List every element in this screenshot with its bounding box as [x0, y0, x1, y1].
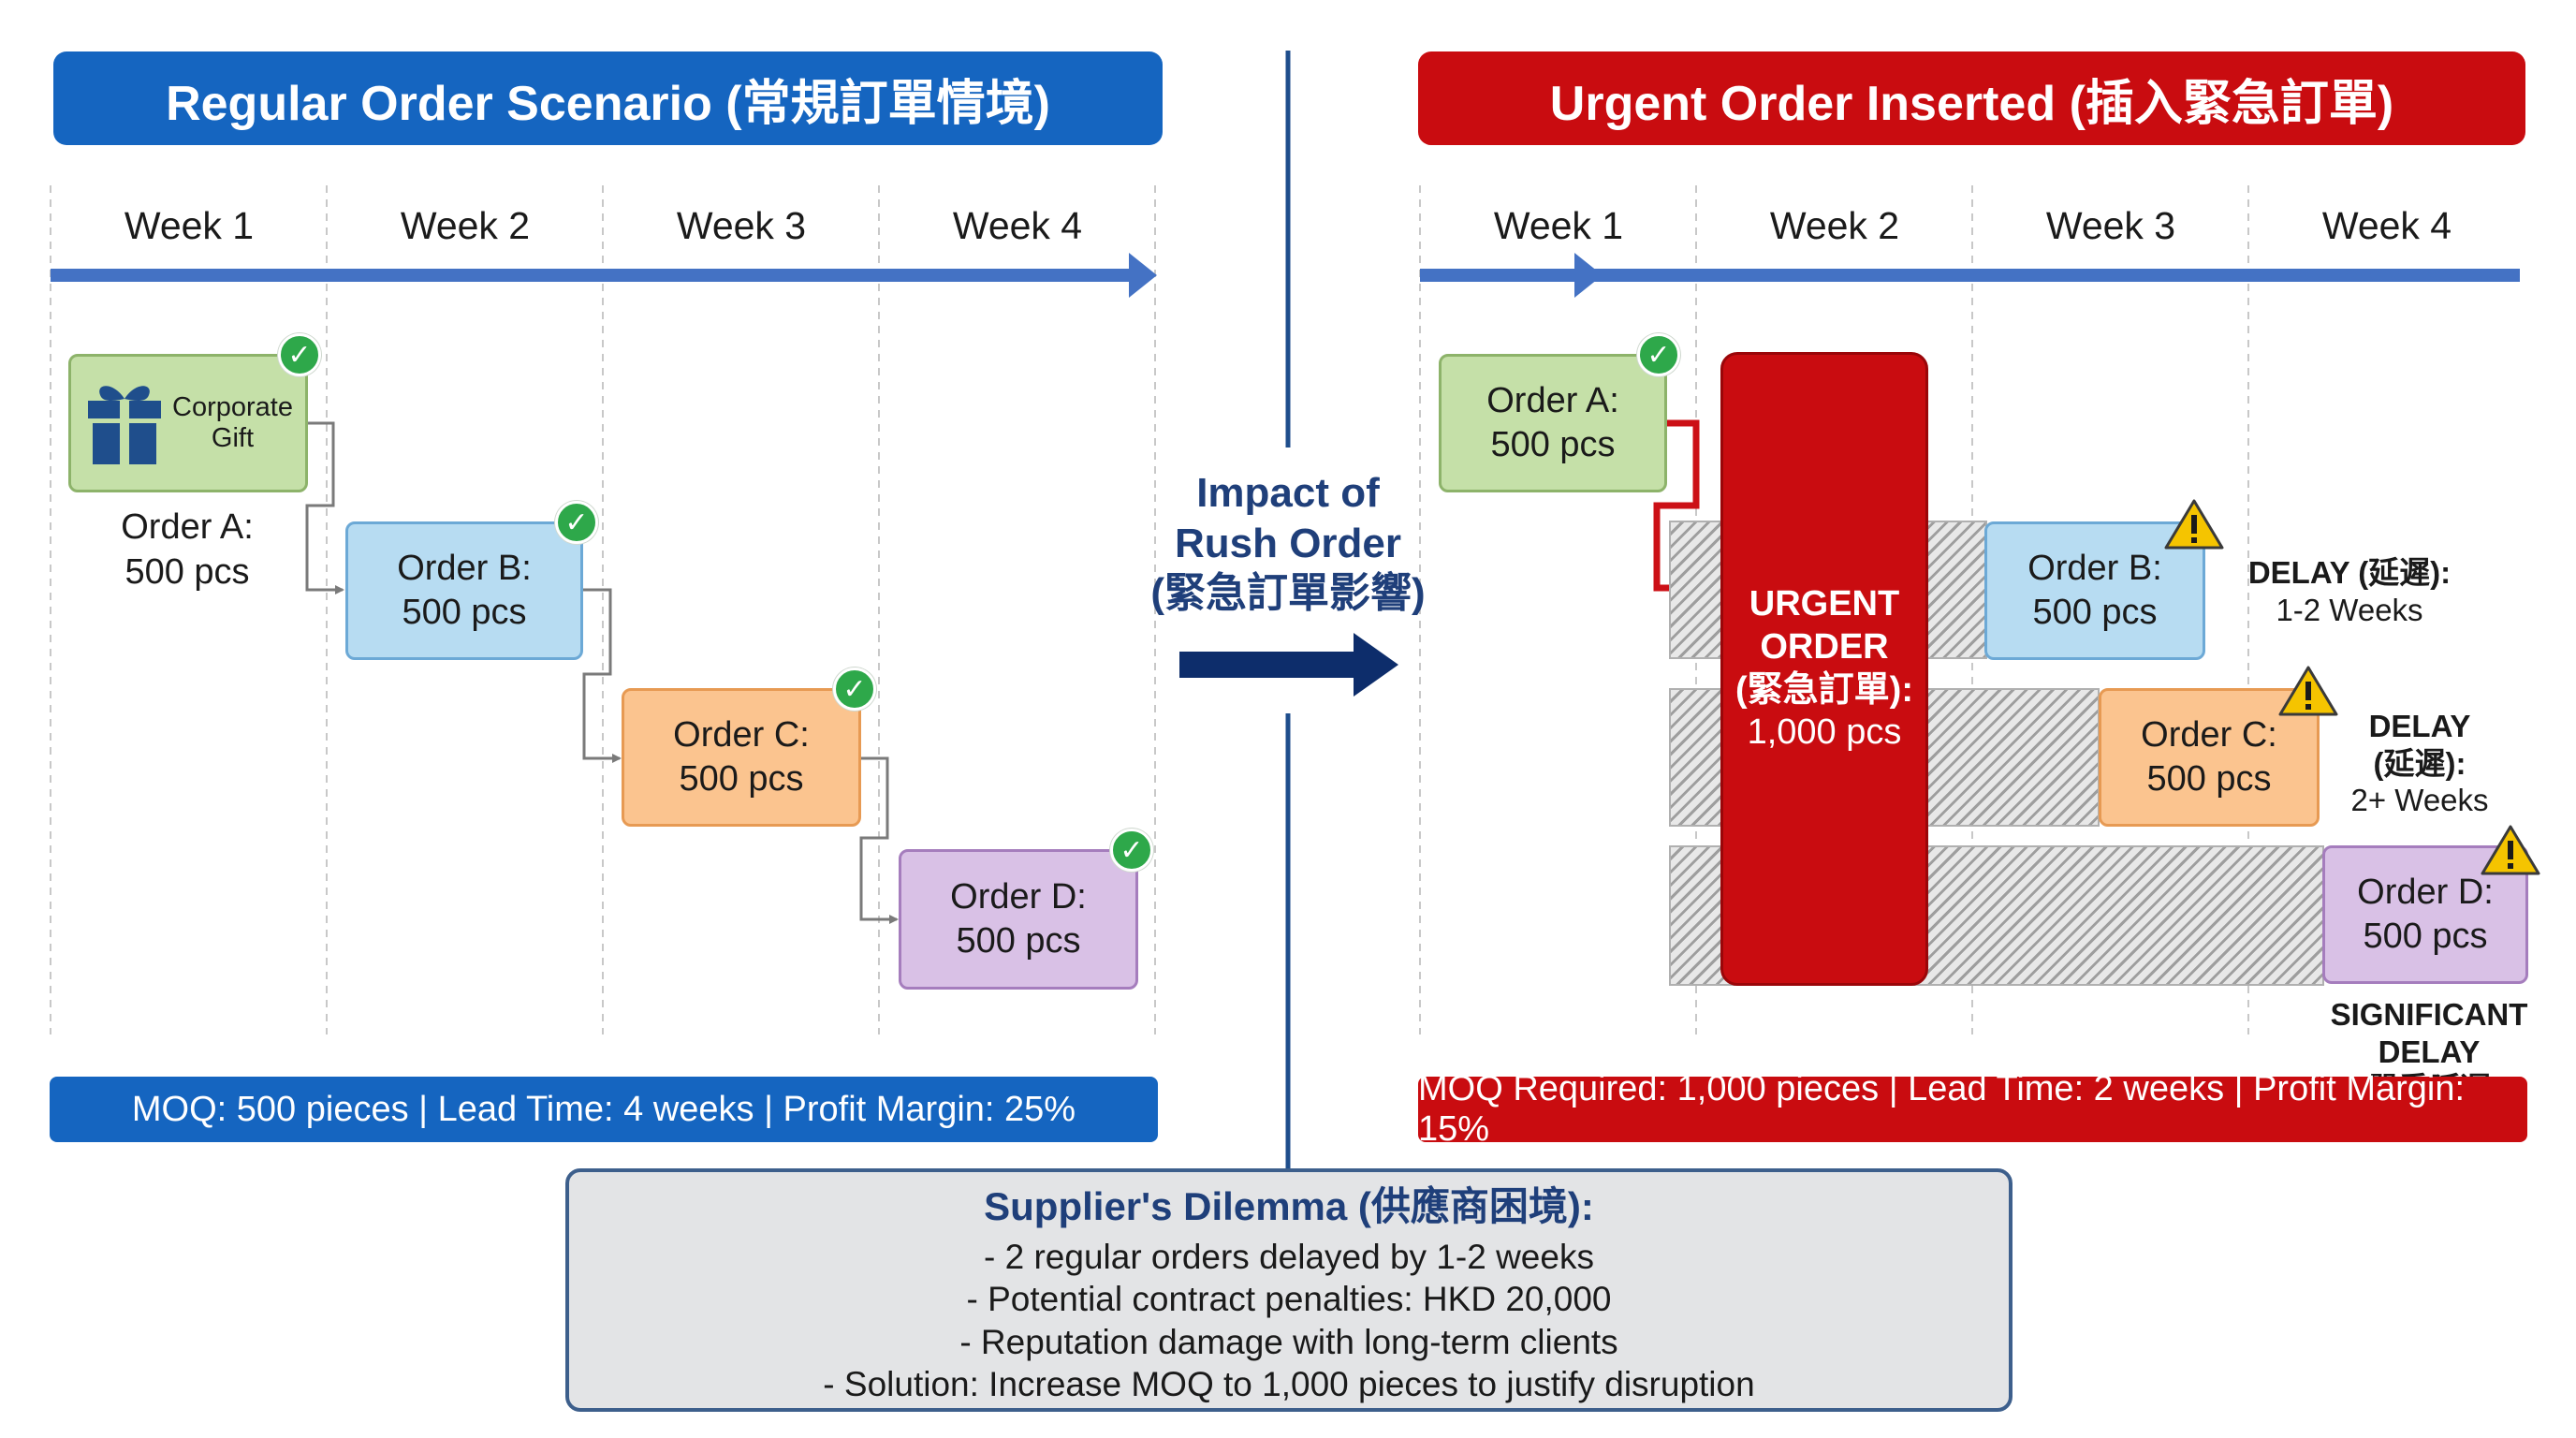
dilemma-line-3: - Reputation damage with long-term clien…	[959, 1322, 1618, 1361]
order-b-warning-icon	[2164, 499, 2224, 550]
dilemma-line-2: - Potential contract penalties: HKD 20,0…	[966, 1280, 1612, 1318]
right-info-bar: MOQ Required: 1,000 pieces | Lead Time: …	[1418, 1069, 2527, 1149]
right-info-text: MOQ Required: 1,000 pieces | Lead Time: …	[1418, 1069, 2466, 1149]
order-c-warning-icon	[2278, 666, 2338, 716]
left-week-2: Week 2	[400, 204, 531, 247]
right-week-4: Week 4	[2321, 204, 2452, 247]
left-week-dividers	[50, 185, 1156, 1034]
left-week-1: Week 1	[124, 204, 255, 247]
order-a-checkmark-icon: ✓	[278, 333, 321, 376]
order-d-warning-icon	[2481, 825, 2540, 875]
left-order-c-box: Order C: 500 pcs	[622, 688, 861, 827]
right-week-2: Week 2	[1769, 204, 1900, 247]
left-connectors	[305, 421, 899, 924]
left-title-banner: Regular Order Scenario (常規訂單情境)	[53, 51, 1163, 145]
gift-label: Corporate Gift	[172, 391, 293, 453]
left-info-text: MOQ: 500 pieces | Lead Time: 4 weeks | P…	[131, 1089, 1076, 1129]
impact-title: Impact of Rush Order (緊急訂單影響)	[1150, 470, 1426, 617]
left-title: Regular Order Scenario (常規訂單情境)	[166, 76, 1050, 131]
dilemma-title: Supplier's Dilemma (供應商困境):	[984, 1183, 1594, 1228]
dilemma-line-4: - Solution: Increase MOQ to 1,000 pieces…	[823, 1365, 1755, 1403]
left-order-a-box: Corporate Gift	[68, 354, 308, 492]
left-week-4: Week 4	[952, 204, 1083, 247]
left-order-a-label: Order A: 500 pcs	[121, 507, 254, 592]
order-b-checkmark-icon: ✓	[555, 501, 598, 544]
left-week-3: Week 3	[676, 204, 807, 247]
delay-note-b: DELAY (延遲): 1-2 Weeks	[2247, 555, 2452, 627]
right-order-a-checkmark-icon: ✓	[1637, 333, 1680, 376]
arrow-right-icon	[1179, 633, 1398, 697]
left-order-d-box: Order D: 500 pcs	[899, 849, 1138, 990]
dilemma-line-1: - 2 regular orders delayed by 1-2 weeks	[984, 1237, 1594, 1276]
delay-note-c: DELAY (延遲): 2+ Weeks	[2350, 709, 2489, 818]
supplier-dilemma-box: Supplier's Dilemma (供應商困境): - 2 regular …	[565, 1168, 2012, 1412]
right-order-d-box: Order D: 500 pcs	[2322, 845, 2528, 984]
right-order-a-box: Order A: 500 pcs	[1439, 354, 1667, 492]
right-week-1: Week 1	[1493, 204, 1624, 247]
order-c-checkmark-icon: ✓	[833, 668, 876, 711]
gift-icon	[88, 386, 161, 464]
right-title: Urgent Order Inserted (插入緊急訂單)	[1549, 76, 2394, 131]
order-d-checkmark-icon: ✓	[1110, 829, 1153, 872]
left-info-bar: MOQ: 500 pieces | Lead Time: 4 weeks | P…	[50, 1077, 1158, 1142]
left-order-b-box: Order B: 500 pcs	[345, 521, 583, 660]
left-timeline-arrow	[51, 253, 1157, 298]
right-title-banner: Urgent Order Inserted (插入緊急訂單)	[1418, 51, 2525, 145]
right-timeline-arrow	[1420, 253, 2520, 298]
order-a-to-urgent-arrow	[1653, 419, 1719, 600]
right-week-3: Week 3	[2045, 204, 2176, 247]
urgent-order-block: URGENT ORDER (緊急訂單): 1,000 pcs	[1720, 352, 1928, 986]
